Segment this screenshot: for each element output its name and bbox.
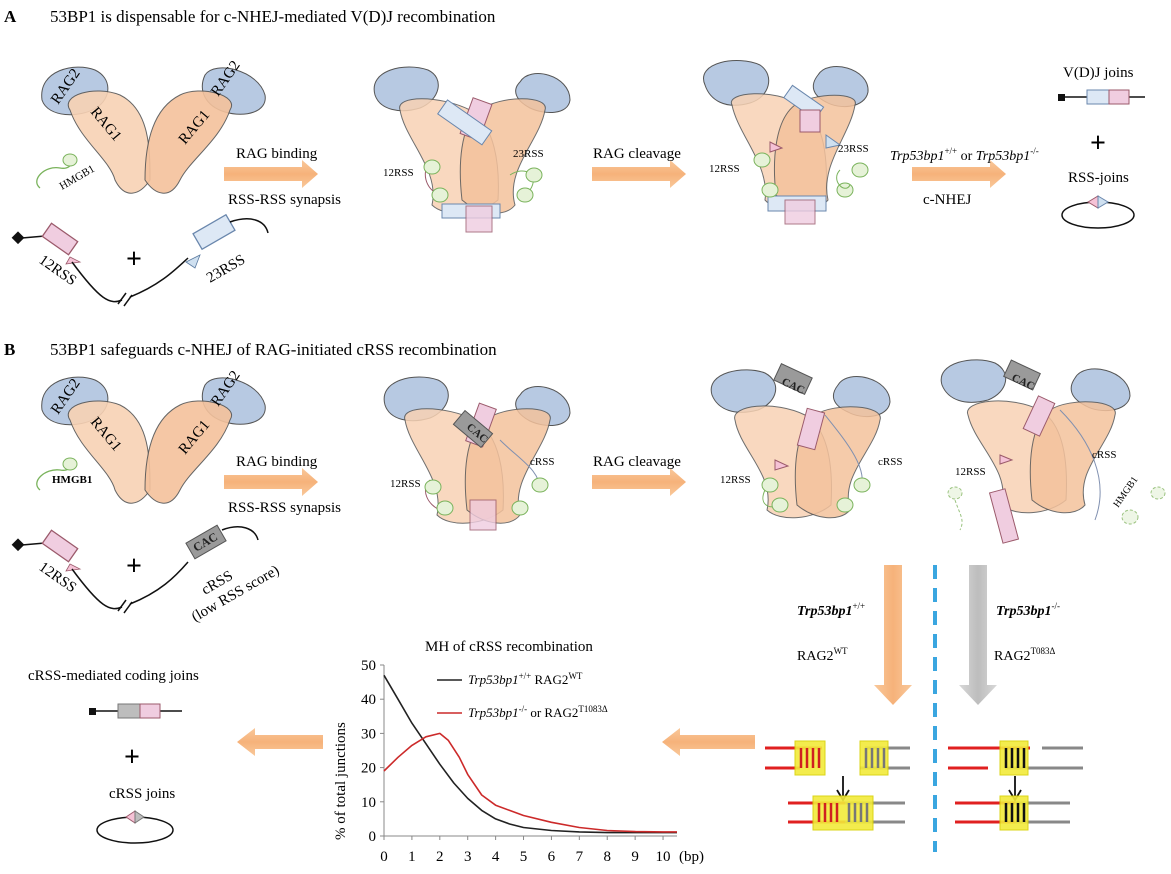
- series-line-ko: [383, 732, 677, 833]
- cleaved-complex-b-wt: CAC 12RSS cRSS: [710, 362, 902, 519]
- synapsis-12rss-label: 12RSS: [383, 167, 414, 179]
- cleaved-12rss-label-b: 12RSS: [720, 474, 751, 486]
- y-tick-label: 20: [361, 761, 376, 777]
- x-tick-label: 4: [492, 849, 500, 865]
- cnhej-label: c-NHEJ: [923, 192, 971, 208]
- y-tick-label: 0: [369, 829, 377, 845]
- junction-ko: [948, 740, 1083, 831]
- hmgb1-label: HMGB1: [58, 163, 97, 193]
- plus-sign-b-products: +: [124, 742, 140, 773]
- vertical-arrow-ko: Trp53bp1-/- RAG2T083Δ: [959, 565, 1060, 705]
- ko-hmgb1-label: HMGB1: [1111, 475, 1140, 510]
- synapsis-crss-label-b: cRSS: [530, 456, 554, 468]
- crss-joins-label: cRSS joins: [109, 786, 175, 802]
- arrow-rag-cleavage-a: RAG cleavage: [592, 146, 686, 188]
- x-tick-label: 8: [603, 849, 611, 865]
- step1-top-b: RAG binding: [236, 454, 318, 470]
- x-tick-label: 10: [656, 849, 671, 865]
- chart-ylabel: % of total junctions: [333, 722, 349, 840]
- y-tick-label: 30: [361, 726, 376, 742]
- vertical-arrow-wt: Trp53bp1+/+ RAG2WT: [797, 565, 912, 705]
- chart-legend: Trp53bp1+/+ RAG2WT Trp53bp1-/- or RAG2T1…: [437, 671, 608, 720]
- mh-chart: MH of cRSS recombination % of total junc…: [333, 639, 704, 865]
- x-tick-label: 0: [380, 849, 388, 865]
- ko-crss-label: cRSS: [1092, 449, 1116, 461]
- arrow-left-to-chart: [662, 728, 755, 756]
- crss-products: cRSS-mediated coding joins + cRSS joins: [28, 668, 199, 844]
- synapsis-23rss-label: 23RSS: [513, 148, 544, 160]
- step1-top-a: RAG binding: [236, 146, 318, 162]
- rag-complex-unbound: RAG2 RAG2 RAG1 RAG1 HMGB1: [36, 58, 266, 194]
- wt-genotype-label: Trp53bp1+/+: [797, 601, 865, 619]
- step2-a: RAG cleavage: [593, 146, 681, 162]
- panel-a-letter: A: [4, 7, 17, 26]
- dna-substrate-b: CAC 12RSS cRSS (low RSS score) +: [11, 524, 282, 625]
- legend-label-ko: Trp53bp1-/- or RAG2T1083Δ: [468, 704, 608, 720]
- x-tick-label: 2: [436, 849, 444, 865]
- wt-rag-label: RAG2WT: [797, 646, 848, 664]
- cleaved-12rss-label: 12RSS: [709, 163, 740, 175]
- cleaved-complex-a: 12RSS 23RSS: [703, 60, 869, 225]
- panel-b-letter: B: [4, 340, 15, 359]
- arrow-left-to-products: [237, 728, 323, 756]
- coding-joins-label: cRSS-mediated coding joins: [28, 668, 199, 684]
- panel-a-title: 53BP1 is dispensable for c-NHEJ-mediated…: [50, 7, 496, 26]
- legend-label-wt: Trp53bp1+/+ RAG2WT: [468, 671, 583, 687]
- crss-note-label: (low RSS score): [189, 562, 282, 625]
- plus-sign-a: +: [126, 244, 142, 275]
- x-tick-label: 5: [520, 849, 528, 865]
- step1-bottom-a: RSS-RSS synapsis: [228, 192, 341, 208]
- rss12-label: 12RSS: [36, 252, 79, 289]
- synaptic-complex-b: CAC 12RSS cRSS: [383, 376, 571, 531]
- arrow-cnhej-a: Trp53bp1+/+ or Trp53bp1-/- c-NHEJ: [890, 146, 1039, 208]
- y-tick-label: 10: [361, 795, 376, 811]
- rss12-label-b: 12RSS: [36, 559, 79, 596]
- y-tick-label: 50: [361, 658, 376, 674]
- step2-b: RAG cleavage: [593, 454, 681, 470]
- synapsis-12rss-label-b: 12RSS: [390, 478, 421, 490]
- panel-b-title: 53BP1 safeguards c-NHEJ of RAG-initiated…: [50, 340, 497, 359]
- x-tick-label: 7: [576, 849, 584, 865]
- chart-xlabel: (bp): [679, 849, 704, 865]
- ko-12rss-label: 12RSS: [955, 466, 986, 478]
- ko-genotype-label: Trp53bp1-/-: [996, 601, 1060, 619]
- x-tick-label: 6: [548, 849, 556, 865]
- vdj-products: V(D)J joins + RSS-joins: [1058, 65, 1145, 229]
- step1-bottom-b: RSS-RSS synapsis: [228, 500, 341, 516]
- plus-sign-b: +: [126, 551, 142, 582]
- plus-sign-a-products: +: [1090, 128, 1106, 159]
- x-tick-label: 3: [464, 849, 472, 865]
- junction-wt: [765, 740, 910, 831]
- arrow-rag-cleavage-b: RAG cleavage: [592, 454, 686, 496]
- genotype-label-a: Trp53bp1+/+ or Trp53bp1-/-: [890, 146, 1039, 164]
- ko-rag-label: RAG2T083Δ: [994, 646, 1056, 664]
- x-tick-label: 1: [408, 849, 416, 865]
- cleaved-complex-b-ko: CAC 12RSS cRSS HMGB1: [940, 359, 1166, 544]
- rss-joins-label: RSS-joins: [1068, 170, 1129, 186]
- series-line-wt: [383, 674, 677, 834]
- rag-complex-unbound-b: RAG2 RAG2 RAG1 RAG1 HMGB1: [36, 368, 266, 504]
- cleaved-23rss-label: 23RSS: [838, 143, 869, 155]
- x-tick-label: 9: [631, 849, 639, 865]
- synaptic-complex-a: 12RSS 23RSS: [373, 66, 571, 233]
- y-tick-label: 40: [361, 692, 376, 708]
- vdj-joins-label: V(D)J joins: [1063, 65, 1134, 81]
- cleaved-crss-label-b: cRSS: [878, 456, 902, 468]
- dna-substrate-a: 12RSS 23RSS +: [11, 213, 269, 307]
- rss23-label: 23RSS: [204, 252, 248, 287]
- hmgb1-label-b: HMGB1: [52, 474, 92, 486]
- arrow-rag-binding-a: RAG binding RSS-RSS synapsis: [224, 146, 341, 208]
- arrow-rag-binding-b: RAG binding RSS-RSS synapsis: [224, 454, 341, 516]
- chart-title: MH of cRSS recombination: [425, 639, 593, 655]
